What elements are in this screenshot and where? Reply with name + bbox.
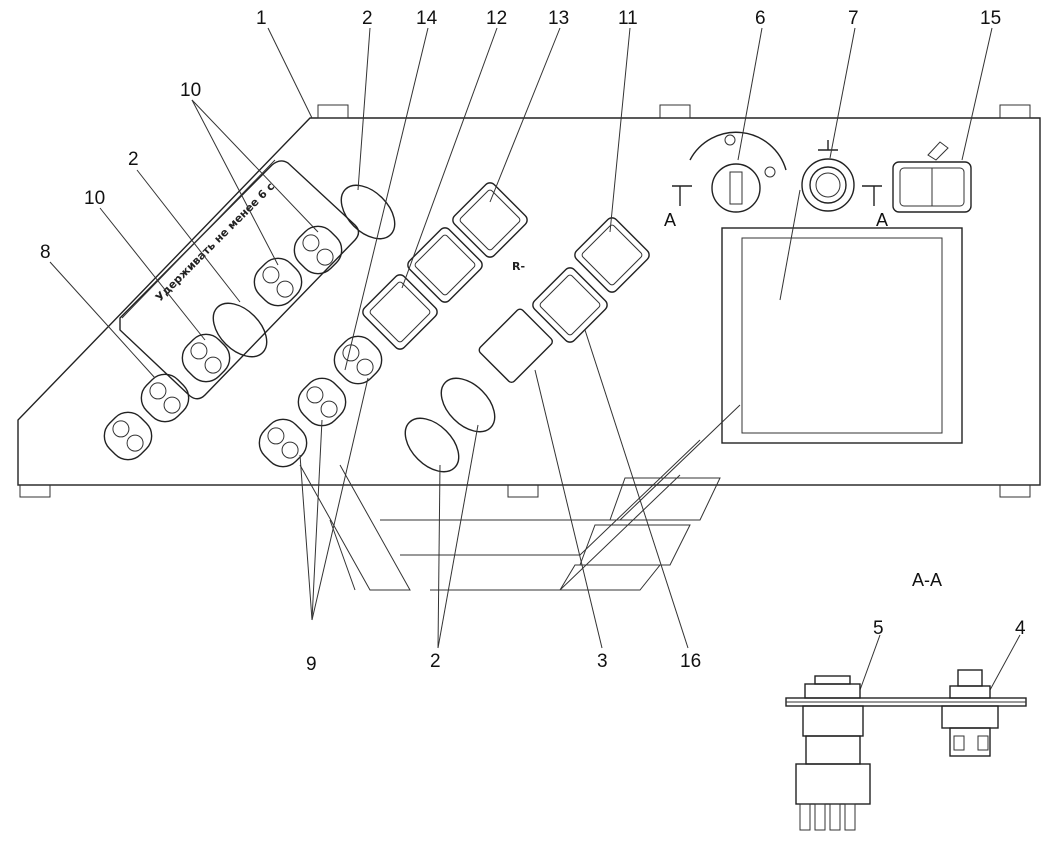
ground-switch [801,140,855,212]
callout-10-top: 10 [180,80,201,101]
display-frame [721,227,963,444]
blank-plugs [212,184,496,473]
panel-outline [17,117,1041,486]
callout-14: 14 [416,8,438,29]
callout-15: 15 [980,8,1001,29]
callout-8: 8 [40,242,51,263]
callout-13: 13 [548,8,569,29]
callout-1: 1 [256,8,267,29]
callout-16: 16 [680,651,701,672]
callout-12: 12 [486,8,507,29]
toggle-switch [892,141,972,213]
section-mark-right: A [876,210,888,230]
hold-note: Удерживать не менее 6 с [153,180,277,304]
callout-4: 4 [1015,618,1026,639]
callout-5: 5 [873,618,884,639]
callout-3: 3 [597,651,608,672]
fan-label: R- [512,260,525,273]
hold-group-outline [119,160,360,400]
ignition-switch [689,131,787,213]
callout-2-bottom: 2 [430,651,441,672]
callout-7: 7 [848,8,859,29]
rocker-switches [103,225,383,468]
section-view-drawing [785,669,1027,831]
callout-9: 9 [306,654,317,675]
mounting-tabs [19,104,1031,498]
callout-2: 2 [362,8,373,29]
square-switches [362,182,650,383]
callout-6: 6 [755,8,766,29]
callout-2-left: 2 [128,149,139,170]
callout-numbers: 1 2 14 12 13 11 6 7 15 10 2 10 8 9 2 3 1… [40,8,1026,675]
callout-11: 11 [618,8,638,29]
leader-lines [49,27,1021,691]
section-mark-left: A [664,210,676,230]
section-marks [672,185,882,206]
callout-10-left: 10 [84,188,105,209]
section-view-title: А-А [912,570,942,590]
